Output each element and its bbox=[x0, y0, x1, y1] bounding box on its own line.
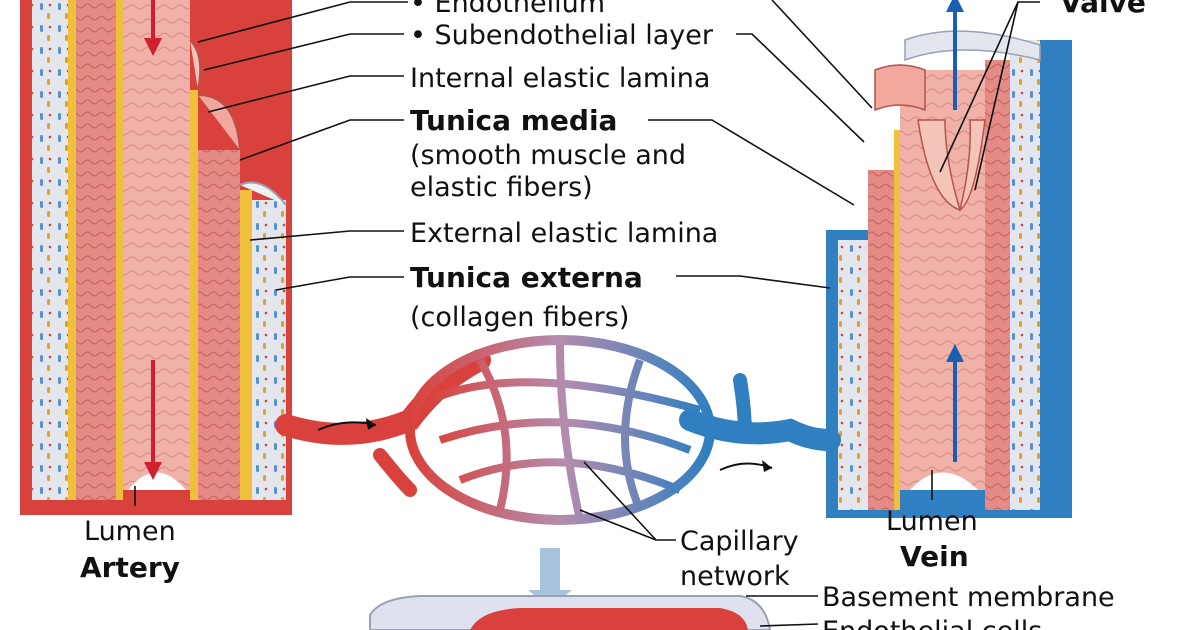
label-lumen-vein: Lumen bbox=[886, 506, 978, 537]
leader-capillary-2 bbox=[579, 509, 657, 541]
vein-flow-arrowhead-top bbox=[946, 0, 964, 12]
vein-tunica-externa-right bbox=[1010, 40, 1040, 510]
artery-tunica-externa bbox=[32, 0, 68, 500]
leader-valve-right bbox=[974, 1, 1019, 191]
label-tunica-media: Tunica media bbox=[410, 104, 617, 137]
label-endothelial-cells: Endothelial cells bbox=[822, 616, 1042, 630]
label-basement-membrane: Basement membrane bbox=[822, 582, 1115, 613]
artery-tunica-externa-right bbox=[252, 200, 286, 500]
leader-endothelium-vein bbox=[771, 0, 873, 109]
label-tunica-media-desc-1: (smooth muscle and bbox=[410, 140, 686, 171]
artery-flow-arrowhead-top bbox=[144, 38, 162, 56]
label-tunica-externa-desc: (collagen fibers) bbox=[410, 302, 629, 333]
arteriole-branch bbox=[373, 448, 417, 497]
vein-valve-flap-right bbox=[958, 119, 986, 212]
capillary-flow-arrowhead-out bbox=[762, 460, 772, 472]
label-tunica-externa: Tunica externa bbox=[410, 261, 643, 294]
label-internal-elastic-lamina: Internal elastic lamina bbox=[410, 63, 710, 94]
vein-tunica-externa bbox=[838, 240, 868, 510]
artery-tunica-media-right bbox=[198, 150, 240, 500]
label-endothelium: • Endothelium bbox=[410, 0, 605, 19]
leader-subendothelial bbox=[203, 33, 404, 71]
label-artery: Artery bbox=[80, 551, 180, 584]
vein-top-cut bbox=[874, 64, 926, 112]
detail-down-arrow bbox=[528, 548, 572, 608]
vein-elastic bbox=[894, 130, 900, 510]
artery-tunica-media bbox=[76, 0, 116, 500]
vein-flow-arrowhead-bottom bbox=[946, 344, 964, 362]
capillary-network bbox=[275, 335, 841, 608]
leader-tunica-media bbox=[239, 119, 404, 161]
venule bbox=[679, 409, 841, 451]
vein-cross-section bbox=[826, 0, 1072, 518]
label-valve: Valve bbox=[1060, 0, 1146, 19]
capillary-bed-outline bbox=[405, 335, 715, 525]
label-subendothelial-layer: • Subendothelial layer bbox=[410, 20, 714, 51]
leader-tunica-externa-vein bbox=[676, 275, 831, 289]
leader-lines bbox=[134, 0, 1040, 627]
capillary-detail-lumen bbox=[470, 608, 748, 630]
vein-tunica-media-right bbox=[985, 60, 1010, 510]
label-external-elastic-lamina: External elastic lamina bbox=[410, 218, 718, 249]
vein-tunica-media bbox=[868, 170, 894, 510]
artery-flow-arrowhead-bottom bbox=[144, 462, 162, 480]
artery-internal-elastic bbox=[116, 0, 123, 500]
label-capillary-network: network bbox=[680, 561, 790, 592]
artery-external-elastic-right bbox=[240, 190, 252, 500]
leader-subendothelial-vein bbox=[736, 33, 865, 143]
capillary-vessels bbox=[428, 344, 702, 521]
artery-lumen bbox=[123, 0, 190, 490]
labels: • Endothelium • Subendothelial layer Int… bbox=[80, 0, 1146, 630]
vein-outer-rim-right bbox=[1040, 40, 1072, 518]
vein-lumen-opening bbox=[910, 472, 978, 490]
label-tunica-media-desc-2: elastic fibers) bbox=[410, 172, 593, 203]
artery-internal-elastic-right bbox=[190, 90, 198, 500]
vein-externa-top-cut bbox=[904, 30, 1041, 62]
capillary-flow-arrowhead-in bbox=[366, 418, 376, 430]
leader-external-elastic bbox=[249, 230, 404, 241]
artery-external-elastic bbox=[68, 0, 76, 500]
leader-internal-elastic bbox=[207, 75, 404, 113]
artery-cross-section bbox=[20, 0, 292, 515]
capillary-detail bbox=[369, 595, 772, 630]
artery-layer-cut-2 bbox=[197, 94, 241, 151]
leader-tunica-externa bbox=[275, 276, 404, 291]
leader-endothelium bbox=[197, 1, 408, 43]
artery-lumen-opening bbox=[128, 472, 186, 490]
artery-layer-cut-1 bbox=[189, 39, 202, 91]
label-capillary: Capillary bbox=[680, 526, 799, 557]
label-lumen-artery: Lumen bbox=[84, 516, 176, 547]
label-vein: Vein bbox=[900, 540, 969, 573]
leader-tunica-media-vein bbox=[648, 119, 855, 206]
venule-branch bbox=[733, 373, 752, 442]
leader-endothelial-cells bbox=[759, 623, 819, 627]
artery-layer-cut-3 bbox=[239, 181, 287, 206]
